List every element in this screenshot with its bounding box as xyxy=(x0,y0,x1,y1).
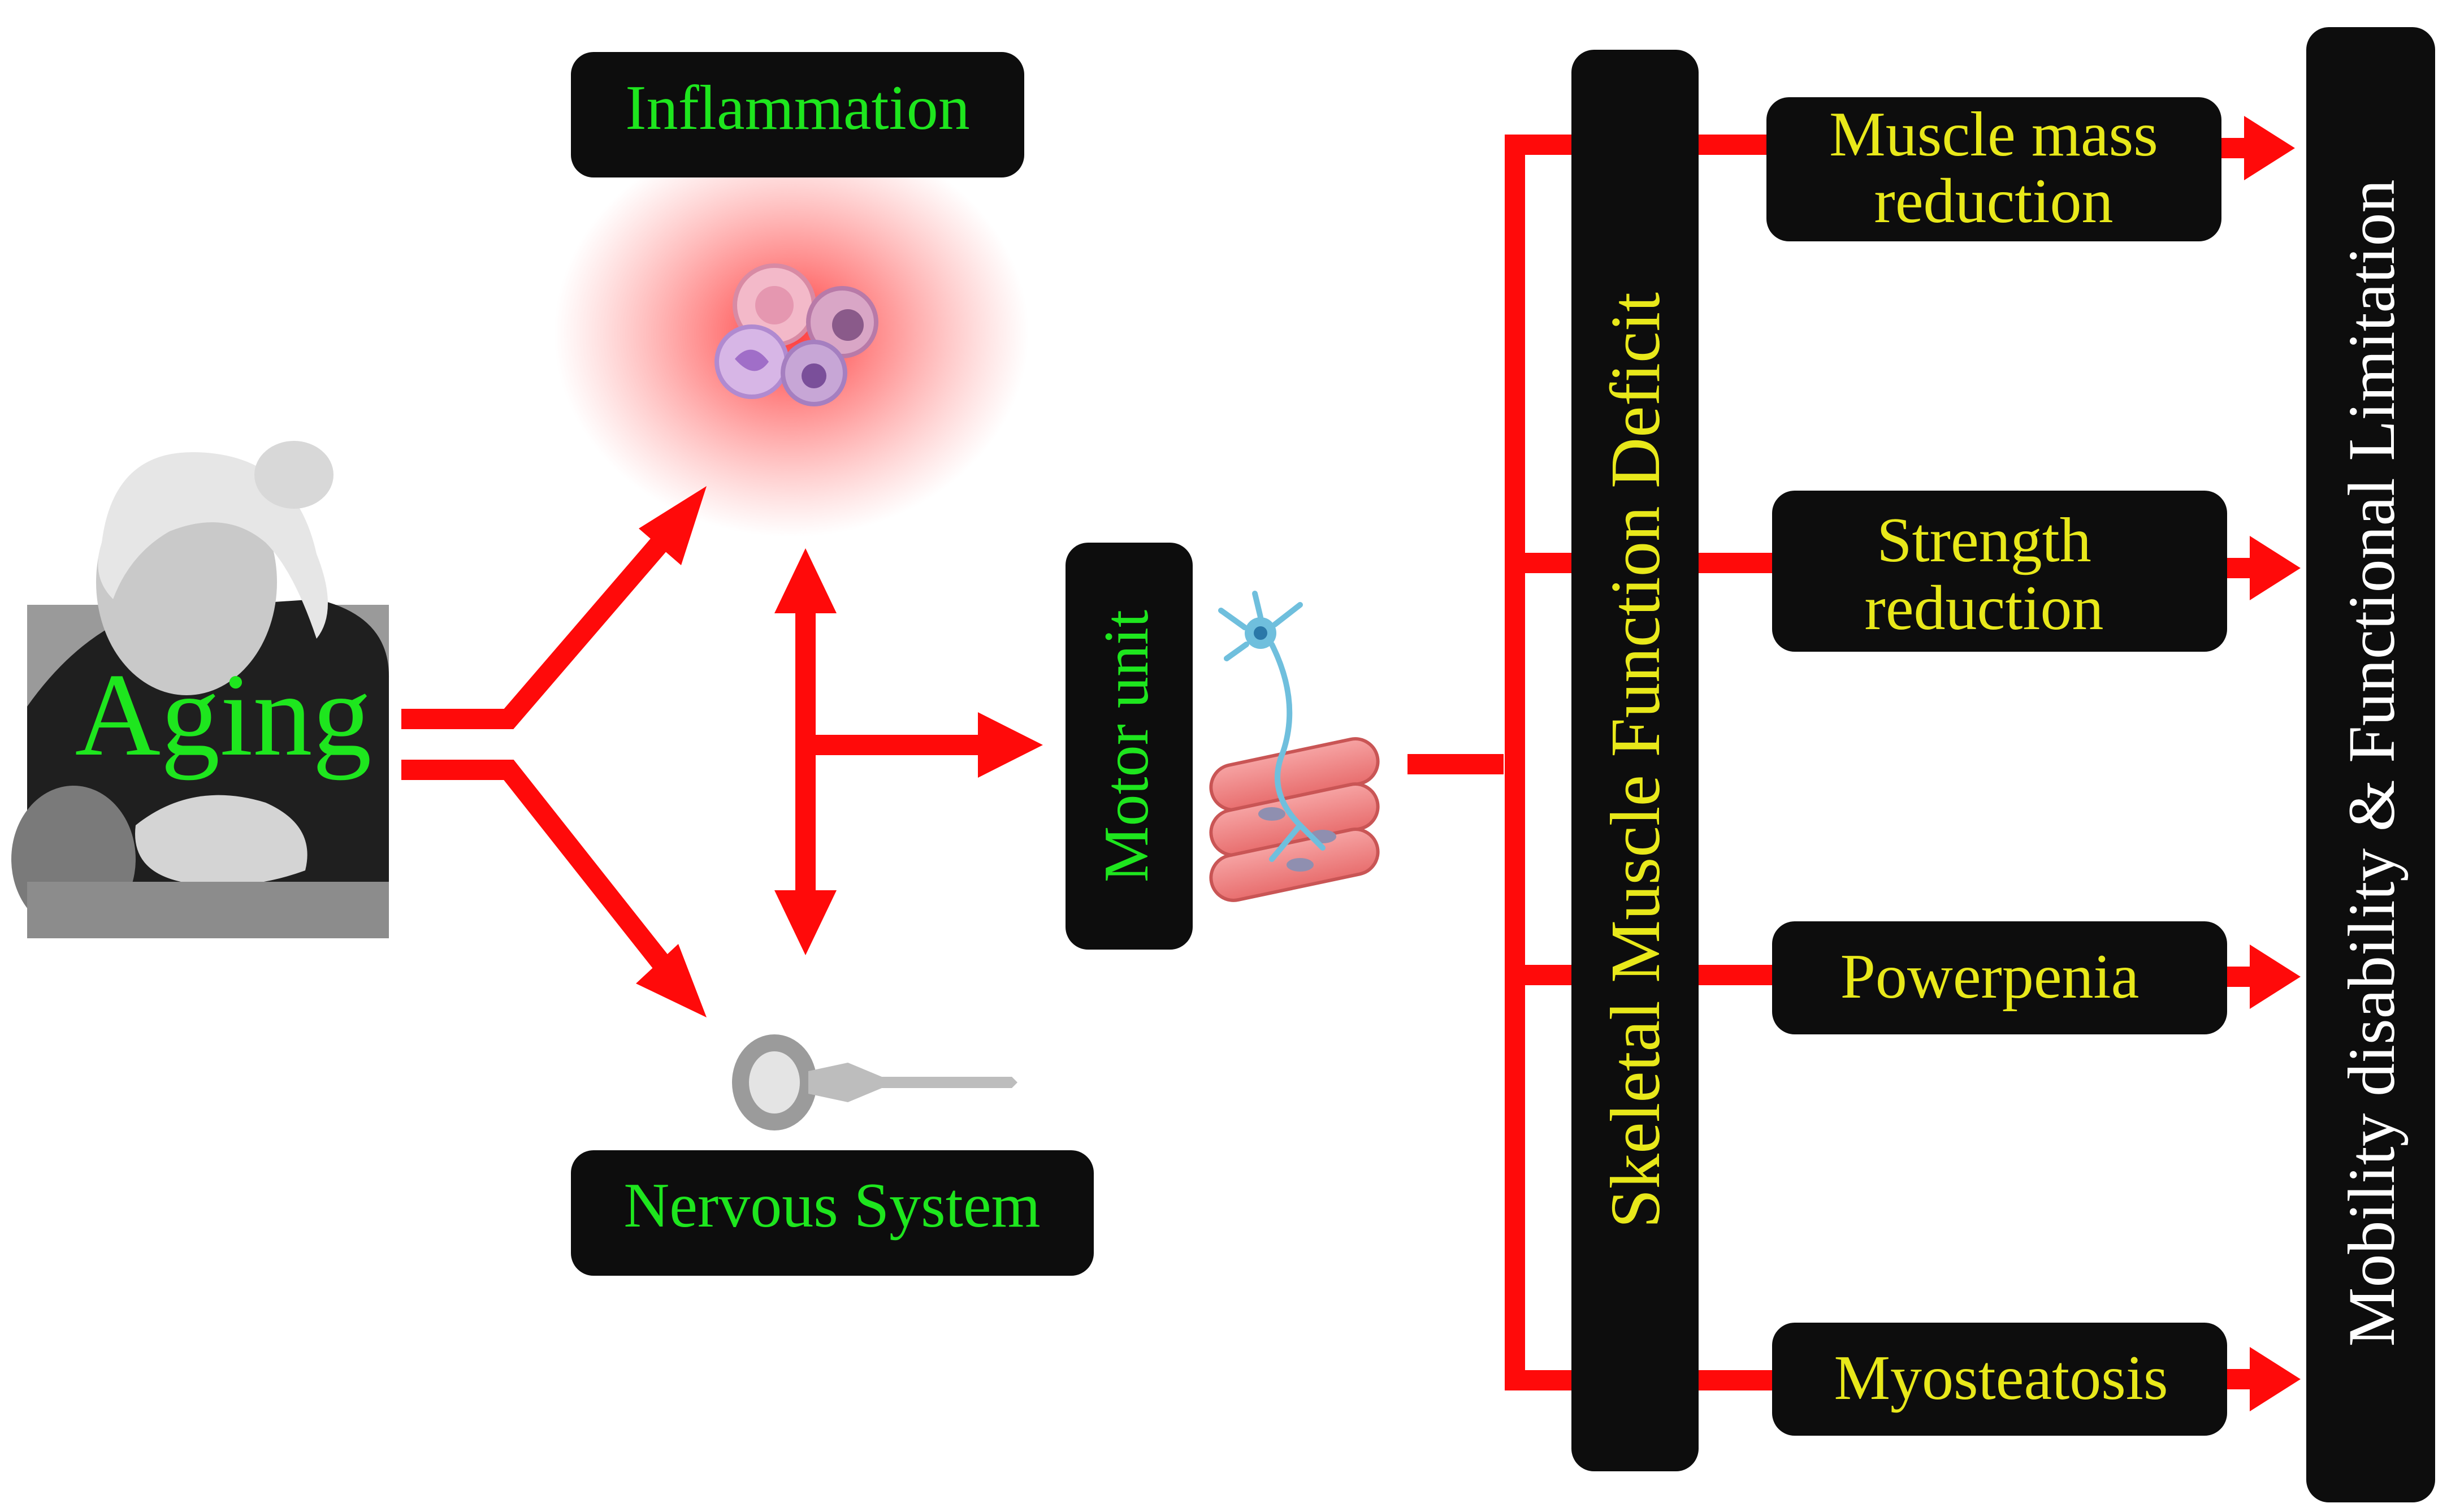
aging-to-inflammation-line xyxy=(401,522,681,729)
aging-label: Aging xyxy=(75,649,372,781)
nervous-system-box: Nervous System xyxy=(571,1150,1094,1276)
arrowhead-nervous xyxy=(636,944,707,1017)
arrowhead-motor-unit xyxy=(978,712,1043,778)
arrowhead-inflammation xyxy=(639,486,707,565)
arrowhead-bidir-down xyxy=(774,890,837,955)
outcome-label-line1: Muscle mass xyxy=(1829,99,2158,170)
arrowheads xyxy=(636,116,2301,1411)
motor-unit-box: Motor unit xyxy=(1066,543,1193,950)
arrowhead-result-3 xyxy=(2250,945,2301,1009)
brain-spinal-cord-illustration xyxy=(732,1034,1017,1130)
arrowhead-result-1 xyxy=(2244,116,2295,180)
inflammation-box: Inflammation xyxy=(571,52,1024,177)
outcome-label-line1: Strength xyxy=(1877,505,2091,575)
aging-to-nervous-line xyxy=(401,760,684,987)
outcome-label-line1: Myosteatosis xyxy=(1834,1343,2168,1413)
outcome-label-line1: Powerpenia xyxy=(1840,942,2139,1012)
outcome-box-powerpenia: Powerpenia xyxy=(1772,921,2227,1034)
motor-unit-label: Motor unit xyxy=(1092,610,1162,882)
inflammation-label: Inflammation xyxy=(625,73,970,143)
deficit-bracket-line xyxy=(1505,135,1571,1390)
deficit-box: Skeletal Muscle Function Deficit xyxy=(1571,50,1699,1471)
outcome-box-myosteatosis: Myosteatosis xyxy=(1772,1323,2227,1436)
deficit-label: Skeletal Muscle Function Deficit xyxy=(1597,292,1675,1228)
elderly-woman-illustration xyxy=(11,441,389,938)
outcome-label-line2: reduction xyxy=(1874,166,2113,236)
arrowhead-bidir-up xyxy=(774,548,837,613)
arrowhead-result-2 xyxy=(2250,536,2301,600)
outcome-label-line2: reduction xyxy=(1865,573,2104,643)
arrowhead-result-4 xyxy=(2250,1347,2301,1411)
inflammation-cells-illustration xyxy=(554,130,1029,537)
result-label: Mobility disability & Functional Limitat… xyxy=(2335,180,2409,1347)
motor-unit-illustration xyxy=(1209,591,1380,902)
outcome-box-strength: Strength reduction xyxy=(1772,491,2227,652)
connector-arrows xyxy=(401,135,2261,1390)
result-box: Mobility disability & Functional Limitat… xyxy=(2306,27,2435,1502)
outcome-box-muscle-mass: Muscle mass reduction xyxy=(1766,97,2221,241)
nervous-system-label: Nervous System xyxy=(623,1171,1040,1241)
